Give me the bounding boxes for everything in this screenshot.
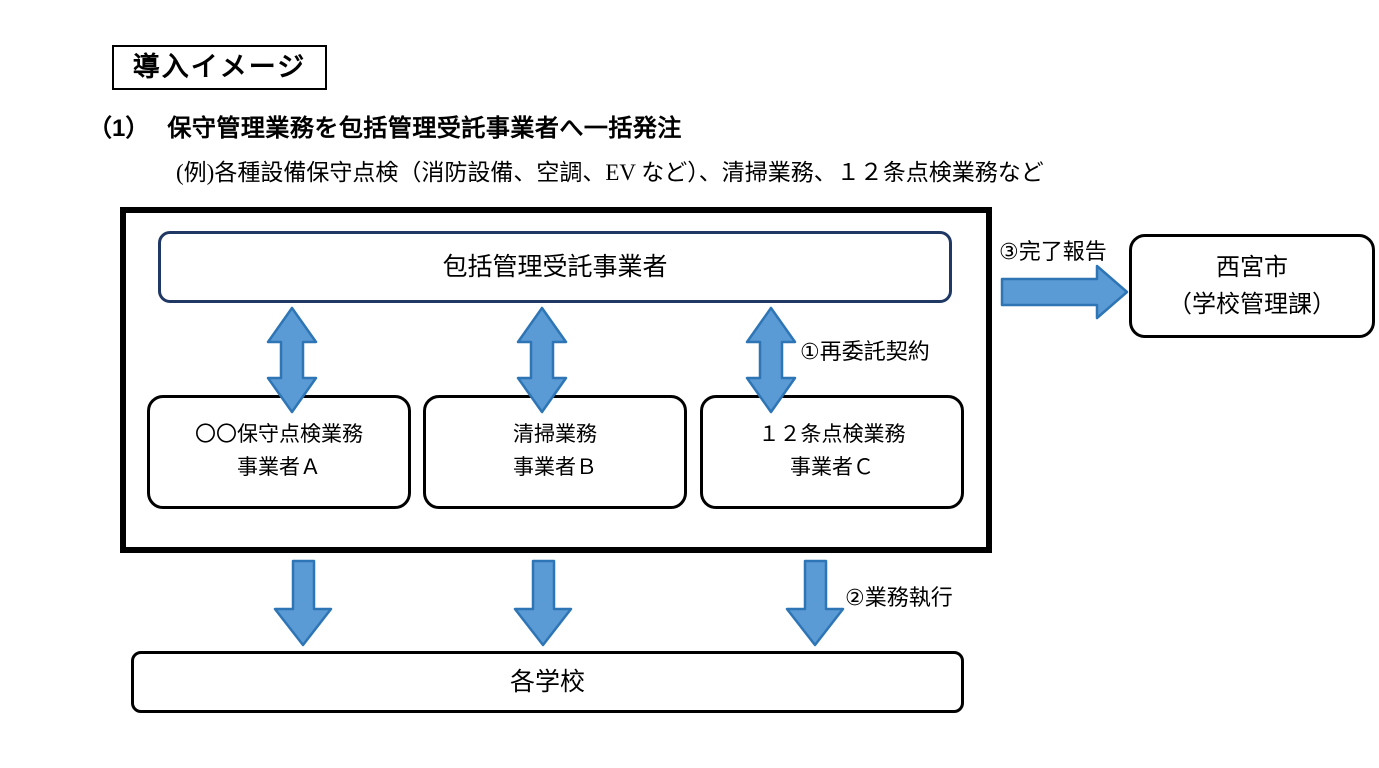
section-example-text: (例)各種設備保守点検（消防設備、空調、EV など）、清掃業務、１２条点検業務な… (176, 160, 1044, 185)
schools-box: 各学校 (131, 651, 964, 713)
page-title: 導入イメージ (132, 52, 307, 82)
vendor-a-service: 〇〇保守点検業務 (195, 423, 363, 447)
label-report: ③完了報告 (999, 239, 1107, 264)
down-arrow-school-right (785, 559, 845, 647)
down-arrow-school-middle (513, 559, 573, 647)
city-department: （学校管理課） (1168, 291, 1336, 318)
right-arrow-report (1000, 264, 1129, 320)
label-resubcontract: ①再委託契約 (800, 339, 930, 364)
section-heading: （1） 保守管理業務を包括管理受託事業者へ一括発注 (88, 108, 682, 143)
down-arrow-school-left (273, 559, 333, 647)
section-heading-text: 保守管理業務を包括管理受託事業者へ一括発注 (167, 115, 682, 142)
schools-label: 各学校 (509, 667, 585, 696)
page-title-box: 導入イメージ (112, 45, 327, 90)
vendor-box-a: 〇〇保守点検業務 事業者Ａ (147, 395, 411, 509)
vendor-a-company: 事業者Ａ (237, 456, 321, 479)
city-name: 西宮市 (1216, 253, 1288, 281)
city-box: 西宮市 （学校管理課） (1129, 234, 1375, 338)
prime-contractor-label: 包括管理受託事業者 (442, 252, 668, 281)
vendor-c-company: 事業者Ｃ (790, 456, 874, 479)
vendor-b-service: 清掃業務 (513, 423, 597, 447)
vendor-c-service: １２条点検業務 (758, 423, 906, 447)
label-execution: ②業務執行 (845, 585, 953, 610)
vendor-b-company: 事業者Ｂ (513, 456, 597, 479)
vendor-box-b: 清掃業務 事業者Ｂ (423, 395, 687, 509)
prime-contractor-box: 包括管理受託事業者 (158, 231, 952, 303)
vendor-box-c: １２条点検業務 事業者Ｃ (700, 395, 964, 509)
section-heading-number: （1） (88, 115, 150, 142)
